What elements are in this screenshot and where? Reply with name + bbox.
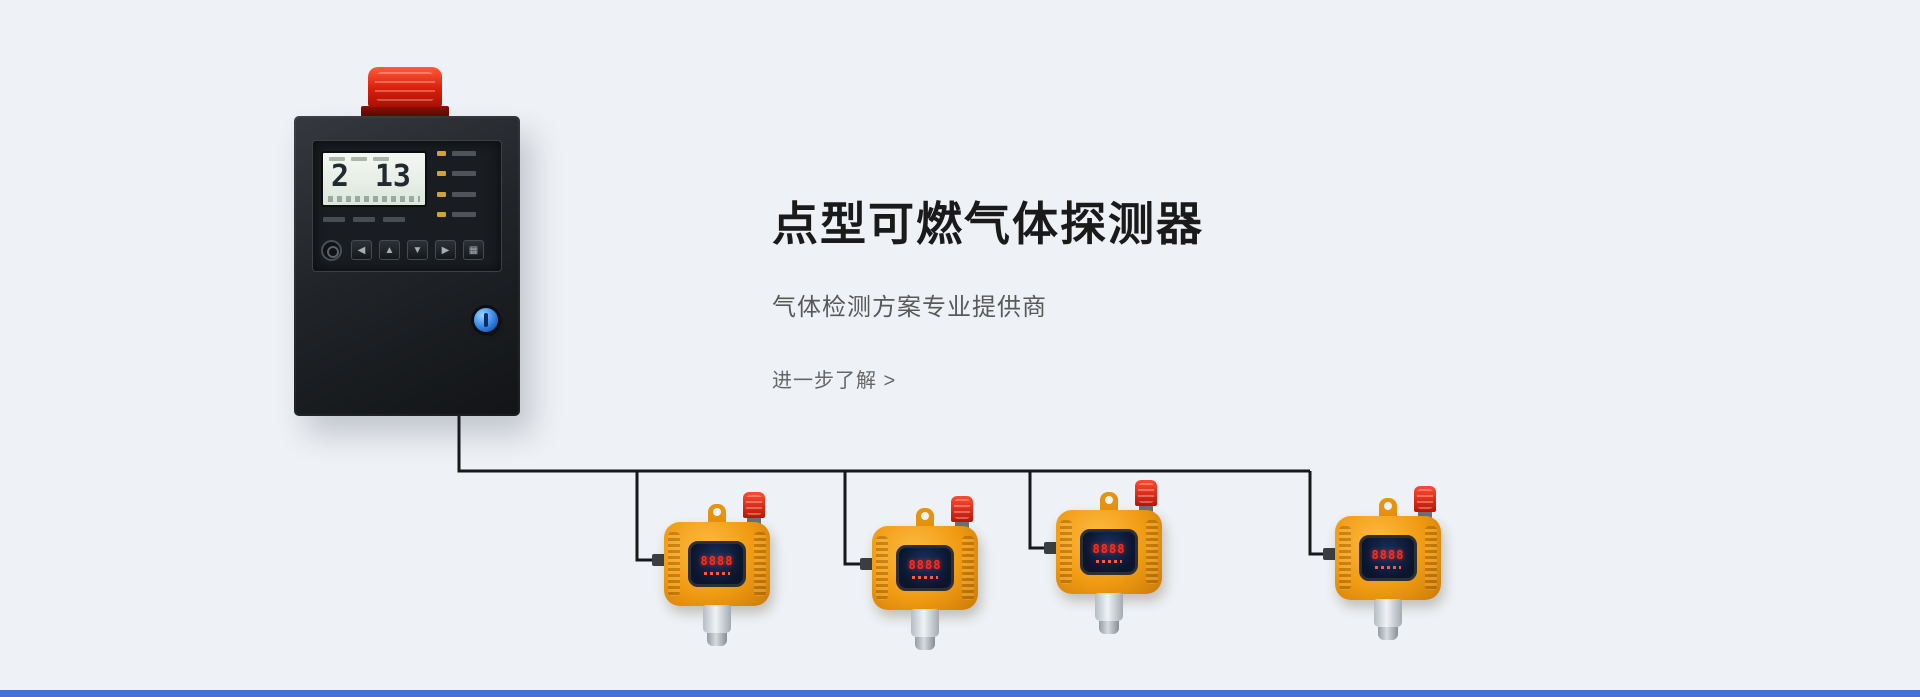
detector-body: 8888 (872, 526, 978, 610)
lcd-status-ticks (329, 157, 419, 162)
learn-more-link[interactable]: 进一步了解 > (772, 369, 897, 392)
detector-body: 8888 (664, 522, 770, 606)
beacon-base (361, 106, 449, 117)
detector-display: 8888 (688, 541, 746, 587)
detector-display: 8888 (1359, 535, 1417, 581)
led-icon (437, 211, 446, 217)
up-arrow-key: ▲ (379, 240, 400, 260)
controller-front-face: 2 13 ◀ ▲ ▼ ▶ ▦ (312, 140, 502, 272)
detector-display: 8888 (1080, 529, 1138, 575)
sensor-head (703, 605, 731, 646)
detector-body: 8888 (1335, 516, 1441, 600)
page-title: 点型可燃气体探测器 (772, 198, 1204, 250)
led-icon (437, 151, 446, 156)
lcd-display: 2 13 (321, 151, 427, 207)
lcd-channel-value: 2 (331, 159, 350, 194)
detector-body: 8888 (1056, 510, 1162, 594)
right-arrow-key: ▶ (435, 240, 456, 260)
gas-detector-4: 8888 (1323, 486, 1443, 646)
bottom-accent-strip (0, 690, 1920, 697)
cable-gland (652, 554, 667, 566)
buzzer-speaker-icon (321, 239, 342, 261)
mounting-lug (916, 508, 934, 528)
led-icon (437, 191, 446, 197)
sensor-head (1374, 599, 1402, 640)
detector-display: 8888 (896, 545, 954, 591)
lcd-reading-value: 13 (374, 159, 411, 194)
gas-alarm-controller: 2 13 ◀ ▲ ▼ ▶ ▦ (294, 116, 520, 416)
setpoint-labels (323, 213, 427, 225)
sensor-head (911, 609, 939, 650)
led-icon (437, 171, 446, 177)
detector-alarm-beacon (1132, 480, 1160, 518)
cabinet-key-lock (474, 308, 498, 332)
controller-alarm-beacon (361, 67, 449, 117)
hero-copy: 点型可燃气体探测器 气体检测方案专业提供商 进一步了解 > (772, 198, 1472, 393)
beacon-dome (368, 67, 442, 107)
lcd-info-line (328, 196, 420, 202)
detector-alarm-beacon (740, 492, 768, 530)
mounting-lug (1100, 492, 1118, 512)
cable-gland (860, 558, 875, 570)
mounting-lug (1379, 498, 1397, 518)
hero-subtitle: 气体检测方案专业提供商 (772, 293, 1047, 321)
left-arrow-key: ◀ (351, 240, 372, 260)
cable-gland (1044, 542, 1059, 554)
sensor-head (1095, 593, 1123, 634)
gas-detector-2: 8888 (860, 496, 980, 656)
keypad: ◀ ▲ ▼ ▶ ▦ (321, 237, 493, 263)
gas-detector-3: 8888 (1044, 480, 1164, 640)
mounting-lug (708, 504, 726, 524)
status-indicator-leds (437, 151, 493, 217)
down-arrow-key: ▼ (407, 240, 428, 260)
gas-detector-1: 8888 (652, 492, 772, 652)
menu-key: ▦ (463, 240, 484, 260)
cable-gland (1323, 548, 1338, 560)
